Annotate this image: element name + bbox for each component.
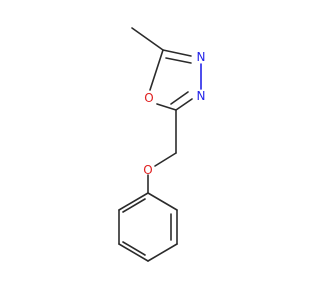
atom-ether-oxygen: O xyxy=(143,163,152,177)
bond-ph-inner-c xyxy=(122,198,146,213)
bonds xyxy=(118,27,202,262)
bond-ph-3-4 xyxy=(147,243,178,262)
bond-ph-inner-b xyxy=(122,241,146,256)
bond-ph-4-5 xyxy=(118,243,149,262)
atom-nitrogen-bottom: N xyxy=(197,89,206,103)
atom-labels: N N O O xyxy=(143,50,205,177)
bond-c5-n4-a xyxy=(162,49,192,57)
bond-ph-6-1 xyxy=(118,192,149,211)
bond-n3-c2-a xyxy=(175,98,193,111)
bond-ph-1-2 xyxy=(147,192,178,211)
atom-ring-oxygen: O xyxy=(144,91,153,105)
atom-nitrogen-top: N xyxy=(197,50,206,64)
bond-o1-c5 xyxy=(149,49,164,91)
bond-c2-o1 xyxy=(156,103,177,111)
bond-ch2-oether xyxy=(154,152,177,167)
bond-methyl-c5 xyxy=(131,27,164,51)
bond-c5-n4-b xyxy=(165,57,192,64)
molecule-structure: N N O O xyxy=(118,27,205,262)
bond-n3-c2-b xyxy=(170,91,189,105)
